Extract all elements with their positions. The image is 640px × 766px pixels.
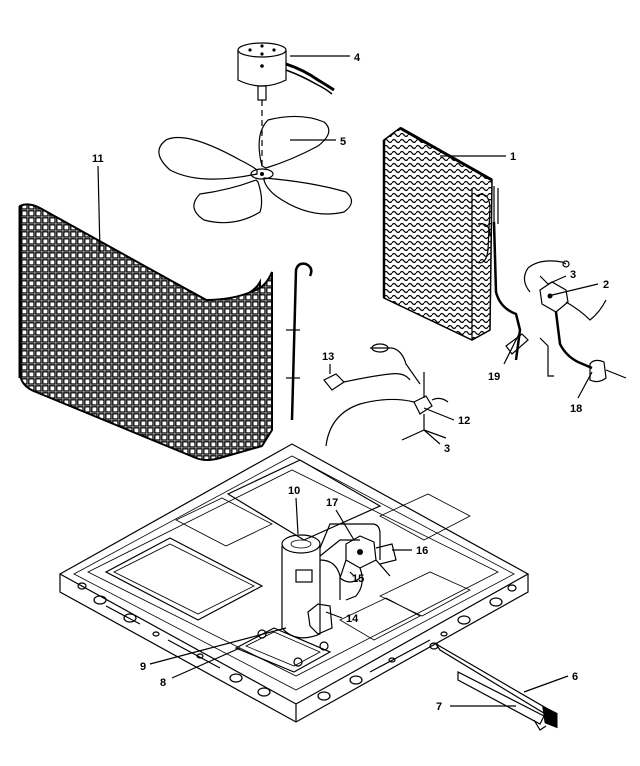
callout-10: 10 bbox=[288, 485, 300, 497]
support-rod bbox=[286, 262, 313, 421]
suction-tube bbox=[492, 221, 554, 377]
service-valve bbox=[325, 372, 449, 447]
callout-9: 9 bbox=[140, 661, 146, 673]
callout-3b: 3 bbox=[444, 443, 450, 455]
callout-12: 12 bbox=[458, 415, 470, 427]
callout-4: 4 bbox=[354, 52, 361, 64]
callout-labels: 1 2 3 3 4 5 6 7 8 9 10 11 12 13 14 15 16… bbox=[92, 52, 609, 713]
callout-11: 11 bbox=[92, 153, 104, 165]
callout-7: 7 bbox=[436, 701, 442, 713]
leader-lines bbox=[97, 55, 599, 707]
condenser-grille bbox=[18, 203, 273, 461]
callout-13: 13 bbox=[322, 351, 334, 363]
base-pan bbox=[58, 443, 530, 723]
pressure-switch bbox=[323, 343, 421, 391]
callout-17: 17 bbox=[326, 497, 338, 509]
callout-18: 18 bbox=[570, 403, 582, 415]
callout-19: 19 bbox=[488, 371, 500, 383]
callout-1: 1 bbox=[510, 151, 516, 163]
compressor bbox=[234, 523, 381, 673]
callout-16: 16 bbox=[416, 545, 428, 557]
callout-3a: 3 bbox=[570, 269, 576, 281]
fan-motor bbox=[237, 42, 335, 101]
callout-6: 6 bbox=[572, 671, 578, 683]
callout-2: 2 bbox=[603, 279, 609, 291]
reversing-valve bbox=[339, 535, 397, 601]
callout-14: 14 bbox=[346, 613, 359, 625]
fan-blade bbox=[158, 100, 353, 224]
callout-15: 15 bbox=[352, 573, 364, 585]
callout-5: 5 bbox=[340, 136, 346, 148]
callout-8: 8 bbox=[160, 677, 166, 689]
mounting-rails bbox=[429, 642, 558, 731]
coil-assembly bbox=[382, 126, 499, 341]
